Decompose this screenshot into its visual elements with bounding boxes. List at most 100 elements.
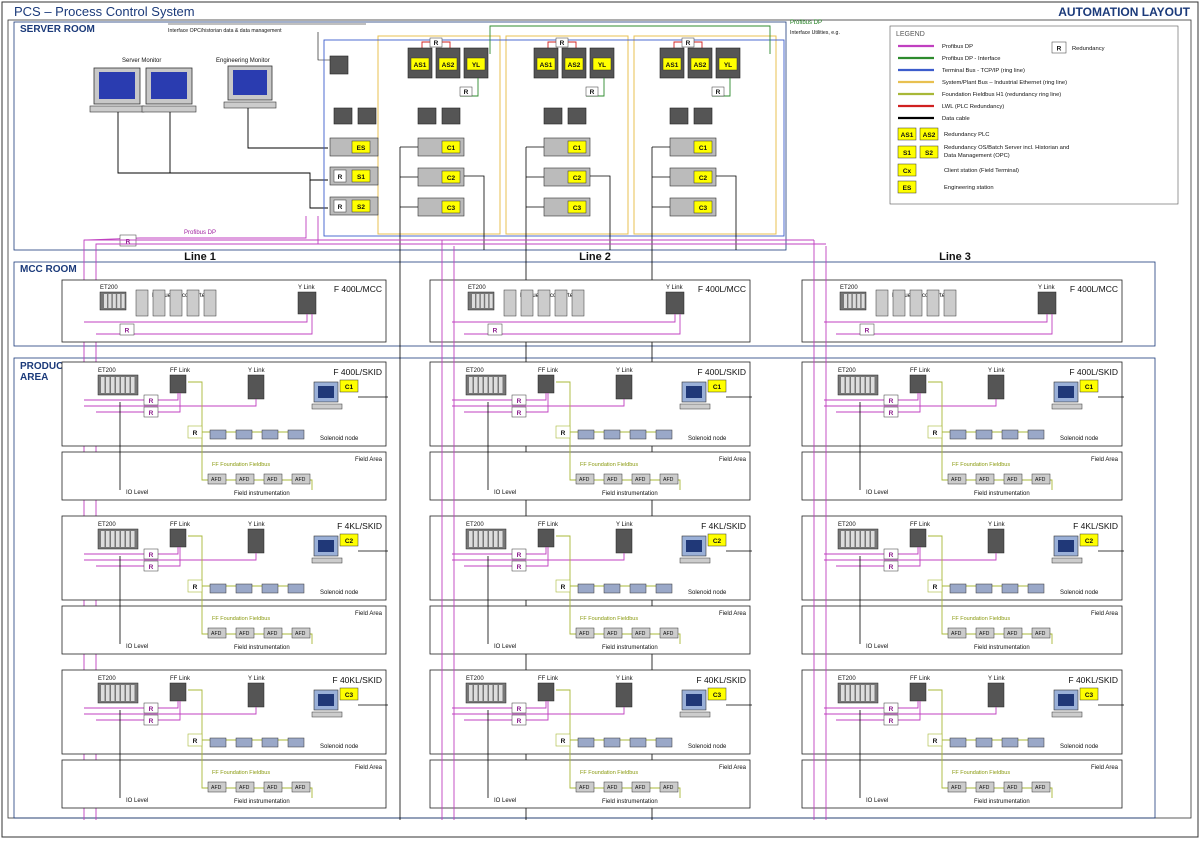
server-s2: R S2	[329, 196, 379, 216]
frequency-converter-icon	[520, 289, 534, 317]
svg-text:ET200: ET200	[838, 676, 856, 682]
field-device-icon	[1031, 473, 1051, 485]
svg-text:Field instrumentation: Field instrumentation	[602, 799, 658, 805]
svg-text:FF Foundation Fieldbus: FF Foundation Fieldbus	[212, 616, 270, 622]
svg-text:Field Area: Field Area	[719, 765, 747, 771]
solenoid-node-icon	[949, 583, 967, 594]
svg-text:FF Foundation Fieldbus: FF Foundation Fieldbus	[212, 770, 270, 776]
redundancy-box	[143, 406, 159, 418]
legend-box-swatch	[897, 163, 917, 177]
svg-text:AFD: AFD	[607, 631, 618, 637]
frequency-converter-icon	[186, 289, 200, 317]
production-area-frame	[13, 357, 1156, 819]
redundancy-box	[883, 702, 899, 714]
svg-text:R: R	[716, 89, 721, 96]
solenoid-node-icon	[577, 583, 595, 594]
svg-text:Cx: Cx	[903, 168, 912, 175]
svg-text:S2: S2	[357, 204, 365, 211]
redundancy-box	[487, 323, 503, 336]
field-device-icon	[207, 781, 227, 793]
svg-text:AFD: AFD	[295, 477, 306, 483]
svg-text:IO Level: IO Level	[866, 798, 888, 804]
svg-text:IO Level: IO Level	[494, 644, 516, 650]
ylink-icon	[987, 528, 1005, 554]
svg-text:FF Foundation Fieldbus: FF Foundation Fieldbus	[580, 462, 638, 468]
svg-text:FF Link: FF Link	[538, 676, 559, 682]
field-device-icon	[603, 473, 623, 485]
line-3-label: Line 3	[939, 251, 971, 263]
svg-text:YL: YL	[472, 62, 480, 69]
svg-text:AFD: AFD	[951, 631, 962, 637]
svg-text:AFD: AFD	[1007, 785, 1018, 791]
svg-text:C2: C2	[1085, 538, 1094, 545]
ylink-icon	[247, 682, 265, 708]
svg-text:Solenoid node: Solenoid node	[1060, 744, 1099, 750]
field-device-icon	[631, 781, 651, 793]
svg-text:F 4KL/SKID: F 4KL/SKID	[701, 521, 746, 531]
svg-text:C1: C1	[713, 384, 722, 391]
field-device-icon	[235, 627, 255, 639]
svg-text:AFD: AFD	[579, 631, 590, 637]
svg-text:R: R	[338, 204, 343, 211]
svg-text:R: R	[686, 40, 691, 47]
svg-text:Solenoid node: Solenoid node	[688, 436, 727, 442]
interface-utilities-label: Interface Utilities, e.g.	[790, 30, 840, 36]
svg-text:Y Link: Y Link	[616, 522, 634, 528]
svg-text:ET200: ET200	[838, 522, 856, 528]
svg-text:Y Link: Y Link	[988, 676, 1006, 682]
solenoid-node-icon	[235, 429, 253, 440]
svg-text:R: R	[434, 40, 439, 47]
solenoid-node-icon	[261, 737, 279, 748]
svg-text:Y Link: Y Link	[988, 368, 1006, 374]
svg-text:R: R	[889, 552, 894, 559]
solenoid-node-icon	[261, 429, 279, 440]
server-monitor-label: Server Monitor	[122, 58, 161, 64]
client-badge	[339, 687, 359, 701]
fflink-icon	[909, 374, 927, 394]
svg-text:AFD: AFD	[979, 785, 990, 791]
field-device-icon	[291, 627, 311, 639]
svg-text:C3: C3	[345, 692, 354, 699]
field-device-icon	[631, 473, 651, 485]
svg-text:ET200: ET200	[466, 368, 484, 374]
profibus-dp-top-label: Profibus DP	[790, 20, 822, 26]
solenoid-node-icon	[1001, 737, 1019, 748]
svg-text:AS2: AS2	[694, 62, 707, 69]
legend-box-swatch	[897, 145, 917, 159]
solenoid-node-icon	[1001, 583, 1019, 594]
svg-text:R: R	[889, 398, 894, 405]
svg-text:R: R	[149, 706, 154, 713]
svg-text:ET200: ET200	[466, 522, 484, 528]
solenoid-node-icon	[603, 583, 621, 594]
svg-text:Solenoid node: Solenoid node	[320, 436, 359, 442]
svg-text:Y Link: Y Link	[248, 522, 266, 528]
redundancy-box	[119, 323, 135, 336]
svg-text:F 400L/SKID: F 400L/SKID	[333, 367, 382, 377]
svg-text:Field instrumentation: Field instrumentation	[974, 491, 1030, 497]
svg-text:R: R	[933, 430, 938, 437]
svg-text:FF Link: FF Link	[910, 522, 931, 528]
svg-text:IO Level: IO Level	[866, 644, 888, 650]
line-1-label: Line 1	[184, 251, 216, 263]
svg-text:Field Area: Field Area	[355, 611, 383, 617]
field-device-icon	[291, 781, 311, 793]
svg-text:Y Link: Y Link	[988, 522, 1006, 528]
solenoid-node-icon	[261, 583, 279, 594]
frequency-converter-icon	[503, 289, 517, 317]
svg-text:IO Level: IO Level	[494, 490, 516, 496]
frequency-converter-icon	[571, 289, 585, 317]
solenoid-node-icon	[1027, 737, 1045, 748]
svg-text:FF Foundation Fieldbus: FF Foundation Fieldbus	[580, 616, 638, 622]
svg-text:AFD: AFD	[579, 477, 590, 483]
svg-text:FF Link: FF Link	[170, 522, 191, 528]
svg-text:Field instrumentation: Field instrumentation	[234, 799, 290, 805]
svg-text:C2: C2	[345, 538, 354, 545]
mcc-room-frame	[13, 261, 1156, 347]
ylink-icon	[615, 528, 633, 554]
solenoid-node-icon	[287, 583, 305, 594]
svg-text:Field Area: Field Area	[1091, 765, 1119, 771]
svg-text:AFD: AFD	[951, 785, 962, 791]
